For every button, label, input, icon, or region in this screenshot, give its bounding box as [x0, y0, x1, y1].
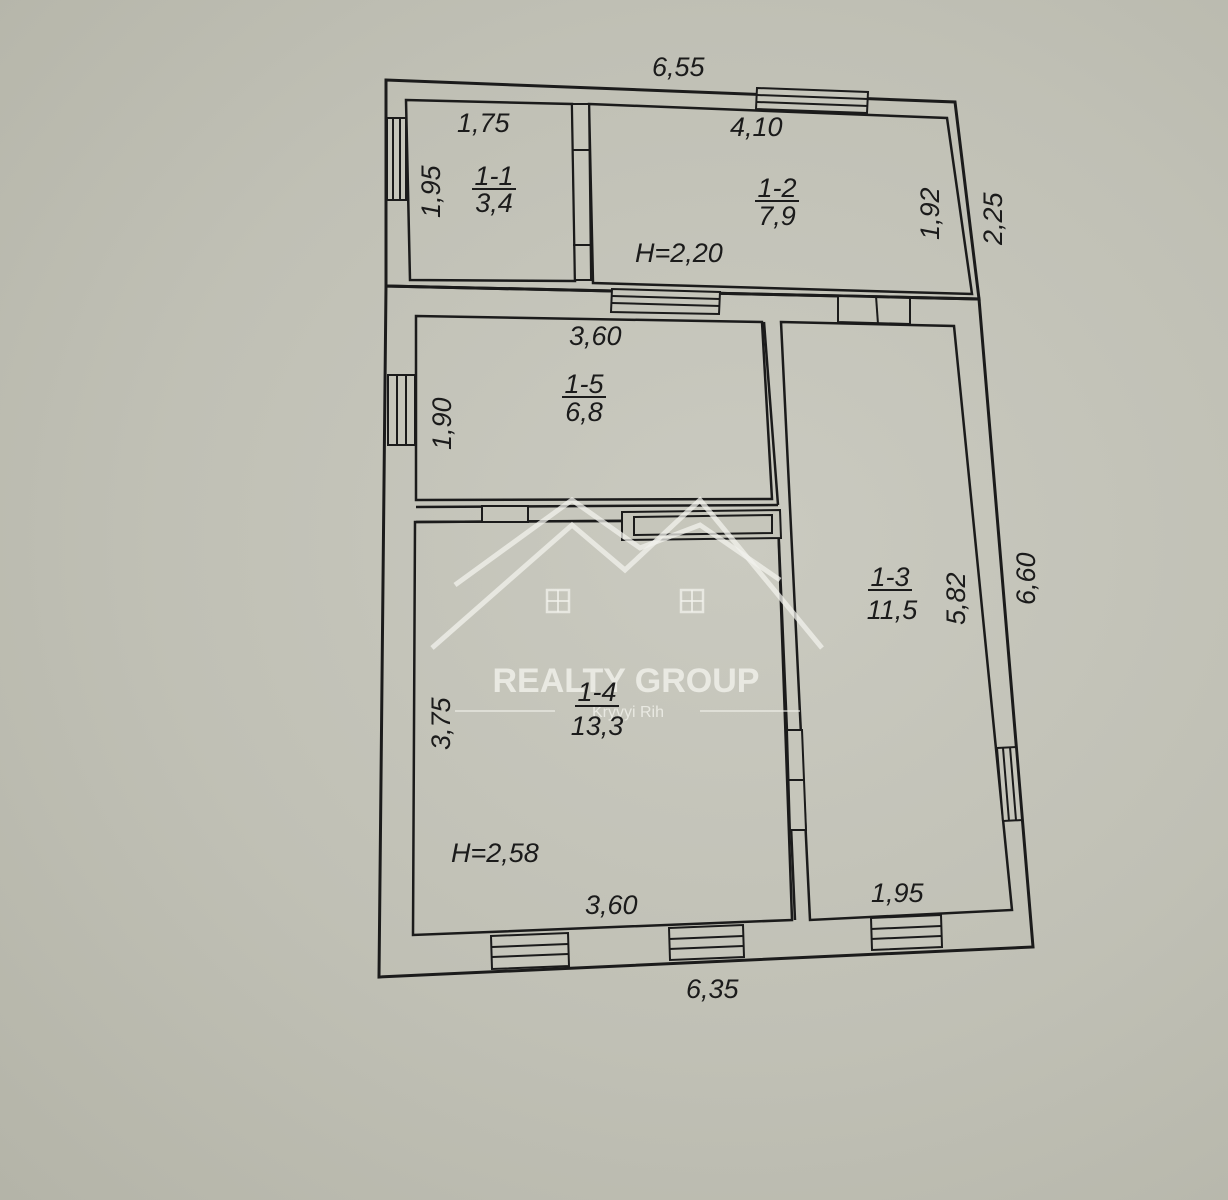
room-1-3-id: 1-3: [870, 562, 909, 592]
room-1-5-area: 6,8: [565, 397, 603, 427]
window-right-1-3: [995, 745, 1024, 823]
dim-r11-width: 1,75: [457, 108, 511, 138]
room-1-1-area: 3,4: [475, 188, 513, 218]
opening-mid-left: [609, 287, 722, 316]
dim-r11-height: 1,95: [416, 164, 446, 218]
window-bottom-3: [869, 913, 944, 952]
window-bottom-1: [489, 931, 571, 971]
watermark-logo: REALTY GROUP Kryvyi Rih: [430, 496, 824, 721]
window-left-1-1: [386, 117, 407, 201]
door-1-5-1-4: [481, 505, 529, 523]
room-1-5-id: 1-5: [564, 369, 604, 399]
inner-wall-room-1-3: [779, 320, 1014, 922]
room-1-2-id: 1-2: [757, 173, 796, 203]
dim-r12-width: 4,10: [730, 112, 783, 142]
window-top: [754, 86, 870, 115]
room-labels: 1-1 3,4 1-2 7,9 1-5 6,8 1-3 11,5 1-4 13,…: [472, 161, 918, 741]
inner-wall-room-1-2: [587, 102, 974, 296]
room-1-4-area: 13,3: [571, 711, 624, 741]
height-upper: H=2,20: [635, 238, 723, 268]
watermark-title: REALTY GROUP: [493, 662, 760, 700]
room-1-4-id: 1-4: [577, 677, 616, 707]
dim-r15-width: 3,60: [569, 321, 622, 351]
room-1-5-label: 1-5 6,8: [562, 369, 606, 427]
door-mid-right: [837, 294, 911, 326]
dimensions: 6,55 1,75 4,10 1,95 1,92 2,25 3,60 1,90 …: [416, 52, 1041, 1004]
room-1-4-label: 1-4 13,3: [571, 677, 624, 741]
dim-r13-height: 5,82: [941, 572, 971, 625]
dim-outer-top: 6,55: [652, 52, 706, 82]
watermark-subtitle: Kryvyi Rih: [592, 704, 664, 721]
window-bottom-2: [667, 923, 746, 962]
dim-r14-width: 3,60: [585, 890, 638, 920]
dim-outer-right-upper: 2,25: [978, 191, 1008, 246]
dim-outer-bottom: 6,35: [686, 974, 740, 1004]
room-1-1-id: 1-1: [474, 161, 513, 191]
height-lower: H=2,58: [451, 838, 539, 868]
dim-r13-width: 1,95: [871, 878, 925, 908]
door-1-4-1-3: [785, 729, 808, 831]
room-1-2-area: 7,9: [758, 201, 796, 231]
room-1-3-area: 11,5: [867, 595, 919, 625]
dim-r15-height: 1,90: [427, 397, 457, 450]
door-1-1-1-2: [570, 103, 593, 281]
room-1-1-label: 1-1 3,4: [472, 161, 516, 218]
room-1-3-label: 1-3 11,5: [867, 562, 919, 625]
partition-1-4-1-3: [762, 321, 797, 921]
dim-r12-height: 1,92: [915, 187, 945, 240]
dim-r14-height: 3,75: [426, 696, 456, 750]
outer-wall-lower: [377, 284, 1035, 979]
outer-walls: [377, 78, 1035, 979]
window-left-1-5: [387, 374, 416, 446]
room-1-2-label: 1-2 7,9: [755, 173, 799, 231]
dim-outer-right-lower: 6,60: [1011, 552, 1041, 605]
